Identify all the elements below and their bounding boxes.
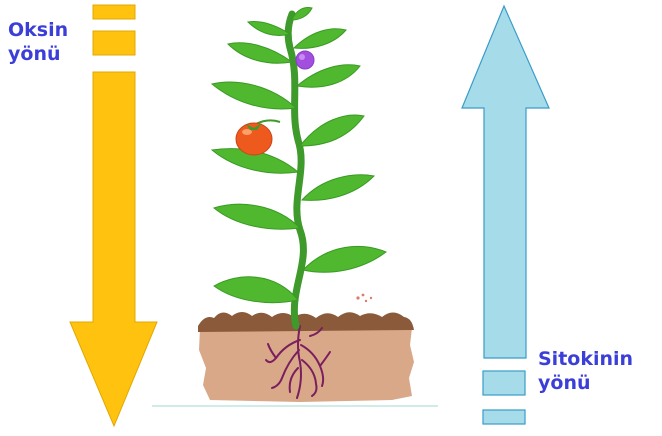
soil-particle <box>365 300 367 302</box>
soil-particle <box>356 296 359 299</box>
leaf <box>292 8 312 21</box>
flower-petals <box>296 51 314 69</box>
leaf <box>300 115 364 146</box>
leaf <box>303 246 386 272</box>
flower-bud <box>296 51 314 69</box>
flower-center <box>299 54 305 60</box>
cytokinin-arrow-shaft-and-head <box>462 6 549 358</box>
leaf <box>212 82 296 109</box>
leaf <box>214 204 300 229</box>
auxin-dash-1 <box>93 5 135 19</box>
cytokinin-dash-1 <box>483 371 525 395</box>
tomato-fruit <box>236 123 272 155</box>
leaf <box>294 29 346 49</box>
leaf <box>302 175 374 201</box>
auxin-arrow-shaft-and-head <box>70 72 157 426</box>
cytokinin-arrow <box>462 6 549 424</box>
cytokinin-dash-2 <box>483 410 525 424</box>
leaf <box>214 277 298 303</box>
soil-top <box>198 312 414 332</box>
leaf <box>228 43 292 63</box>
leaf <box>248 22 290 36</box>
auxin-dash-2 <box>93 31 135 55</box>
tomato <box>236 120 280 155</box>
soil-particle <box>370 297 372 299</box>
soil-particle <box>362 294 365 297</box>
auxin-arrow <box>70 5 157 426</box>
